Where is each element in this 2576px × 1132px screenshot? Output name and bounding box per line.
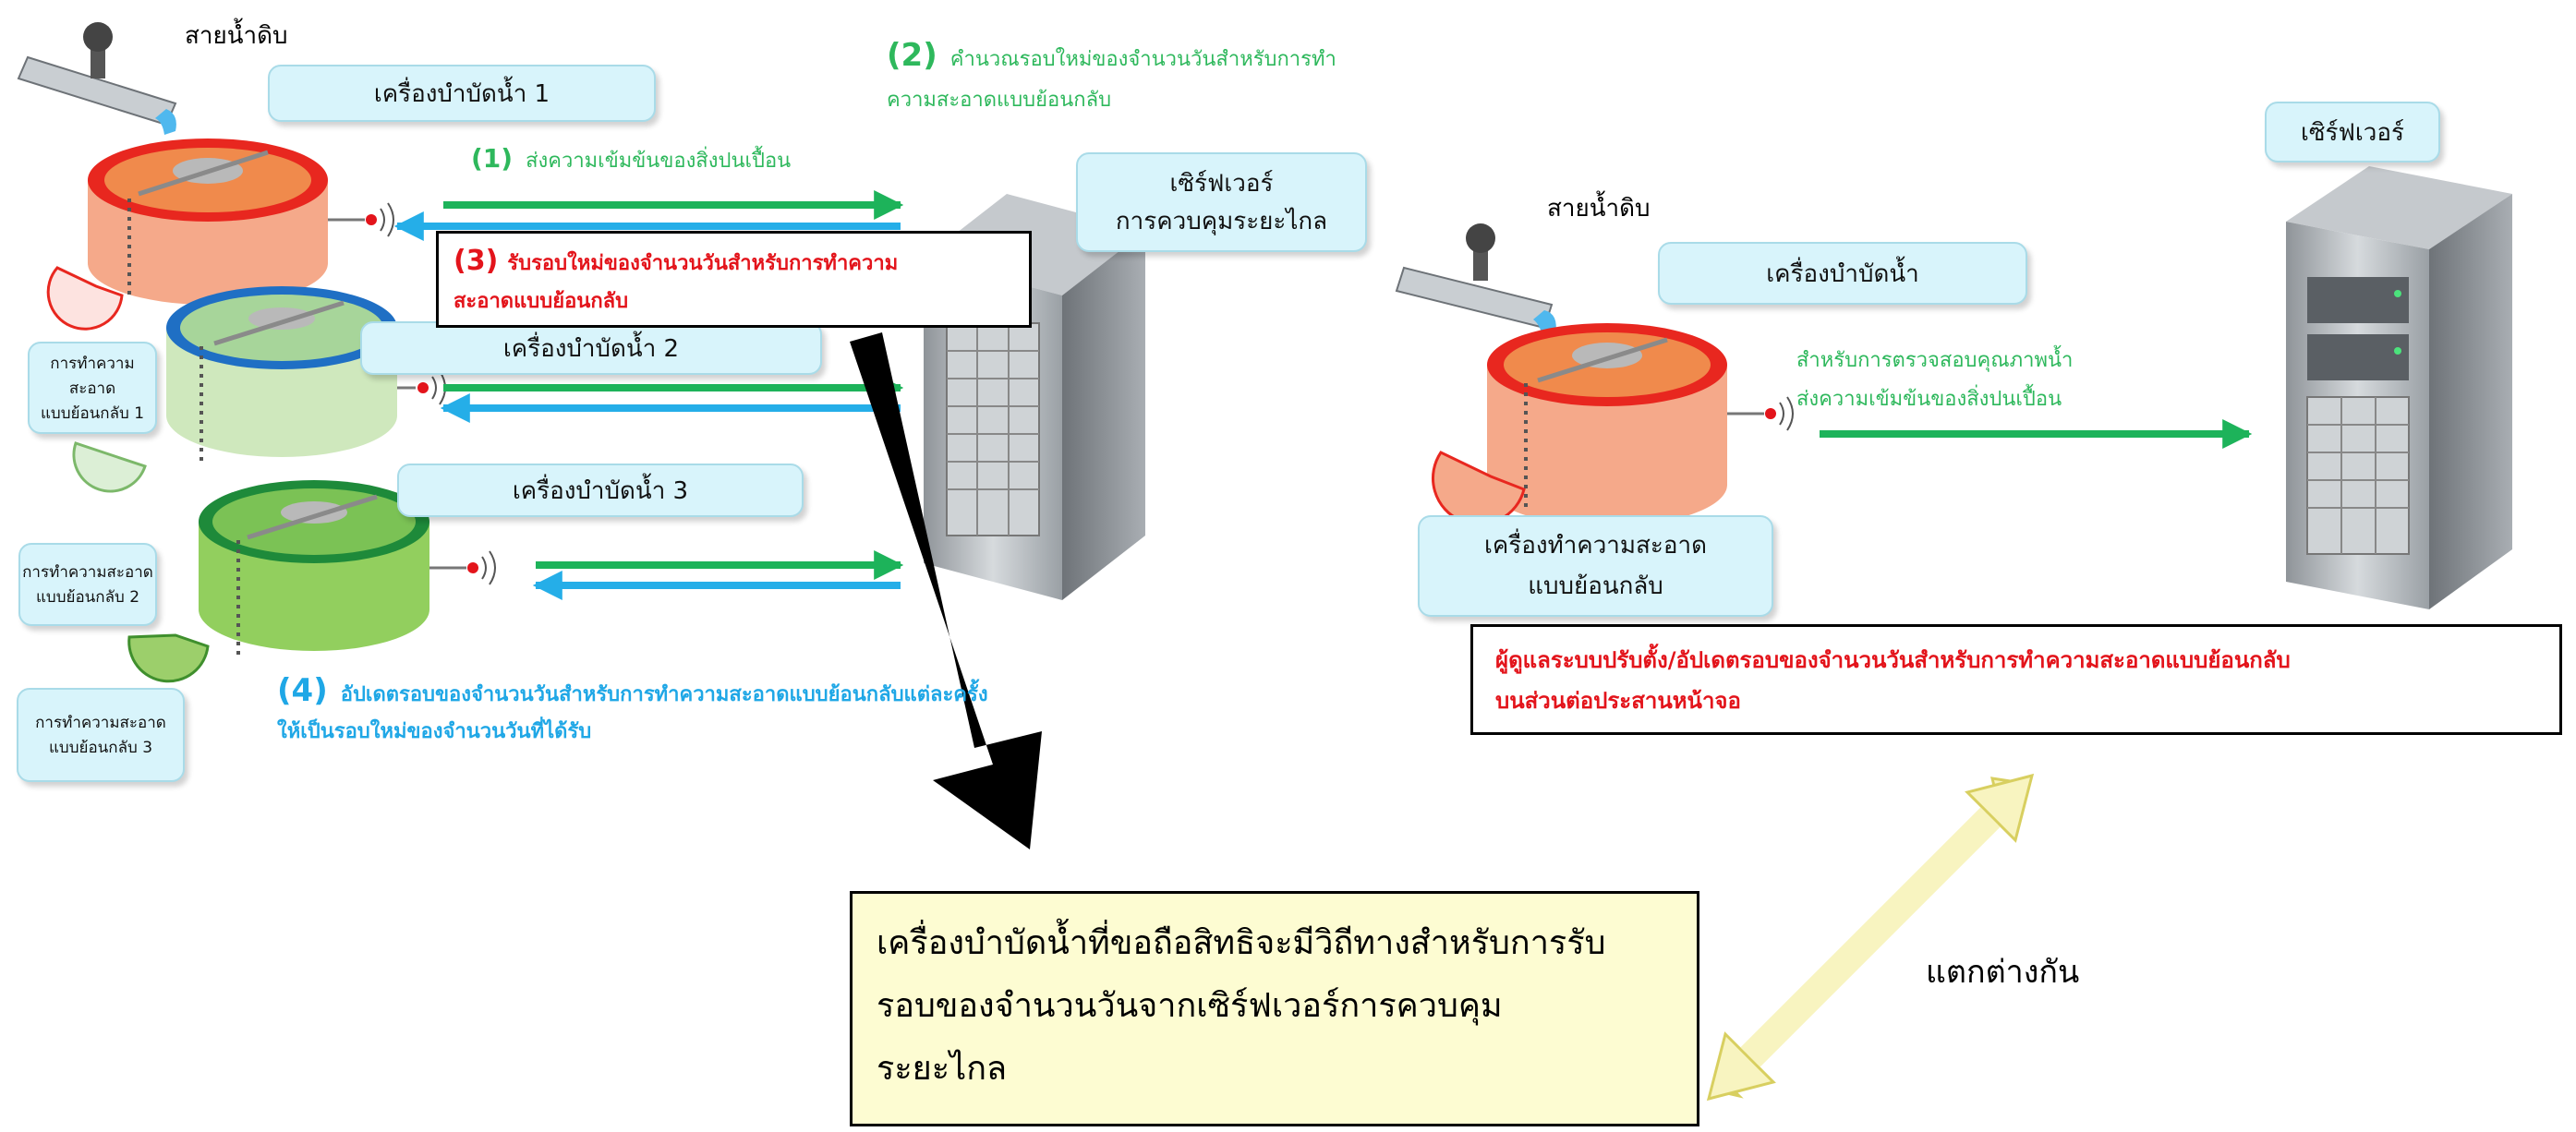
step1-text: ส่งความเข้มข้นของสิ่งปนเปื้อน: [526, 150, 792, 173]
backwash-pump-icon: [46, 266, 124, 331]
backwash-pump-icon: [72, 441, 147, 493]
difference-label: แตกต่างกัน: [1926, 954, 2080, 991]
claim-line2: รอบของจำนวนวันจากเซิร์ฟเวอร์การควบคุม: [877, 987, 1503, 1025]
plant3-callout: เครื่องบำบัดน้ำ 3: [397, 464, 804, 517]
step4-line1: อัปเดตรอบของจำนวนวันสำหรับการทำความสะอาด…: [340, 683, 988, 706]
water-tank-icon: [1487, 323, 1727, 526]
backwash-line2: แบบย้อนกลับ: [1528, 572, 1663, 600]
backwash2-callout: การทำความสะอาด แบบย้อนกลับ 2: [18, 543, 157, 626]
step2-line1: คำนวณรอบใหม่ของจำนวนวันสำหรับการทำ: [949, 48, 1336, 71]
remote-server-line2: การควบคุมระยะไกล: [1115, 208, 1328, 235]
right-raw-water-pipe-label: สายน้ำดิบ: [1547, 195, 1651, 223]
server-callout: เซิร์ฟเวอร์: [2265, 102, 2440, 163]
raw-water-pipe-icon: [17, 22, 177, 135]
backwash3-line1: การทำความสะอาด: [35, 714, 166, 732]
admin-note-box: ผู้ดูแลระบบปรับตั้ง/อัปเดตรอบของจำนวนวัน…: [1470, 624, 2562, 735]
sensor-icon: [1727, 396, 1794, 431]
raw-water-pipe-label: สายน้ำดิบ: [185, 22, 288, 50]
sensor-icon: [328, 202, 394, 237]
step4-label: (4) อัปเดตรอบของจำนวนวันสำหรับการทำความสะ…: [277, 672, 988, 751]
backwash1-line2: แบบย้อนกลับ 1: [40, 403, 145, 423]
double-arrow-icon: [1706, 773, 2035, 1102]
sensor-icon: [429, 550, 496, 585]
admin-note-line2: บนส่วนต่อประสานหน้าจอ: [1495, 688, 1741, 714]
backwash-line1: เครื่องทำความสะอาด: [1484, 532, 1707, 560]
backwash-pump-icon: [127, 633, 210, 683]
plant-callout: เครื่องบำบัดน้ำ: [1658, 242, 2027, 305]
backwash3-line2: แบบย้อนกลับ 3: [48, 739, 153, 757]
backwash-callout: เครื่องทำความสะอาด แบบย้อนกลับ: [1418, 515, 1773, 617]
step3-box: (3)รับรอบใหม่ของจำนวนวันสำหรับการทำความ …: [436, 231, 1032, 328]
step2-label: (2) คำนวณรอบใหม่ของจำนวนวันสำหรับการทำ คว…: [887, 35, 1336, 121]
transition-arrow: [850, 332, 1042, 849]
step1-label: (1) ส่งความเข้มข้นของสิ่งปนเปื้อน: [471, 143, 791, 176]
backwash3-callout: การทำความสะอาด แบบย้อนกลับ 3: [17, 688, 185, 782]
claim-box: เครื่องบำบัดน้ำที่ขอถือสิทธิจะมีวิถีทางส…: [850, 891, 1699, 1126]
backwash1-callout: การทำความสะอาด แบบย้อนกลับ 1: [28, 342, 157, 434]
step1-number: (1): [471, 143, 514, 174]
step4-line2: ให้เป็นรอบใหม่ของจำนวนวันที่ได้รับ: [277, 720, 592, 743]
admin-note-line1: ผู้ดูแลระบบปรับตั้ง/อัปเดตรอบของจำนวนวัน…: [1495, 647, 2291, 673]
remote-server-line1: เซิร์ฟเวอร์: [1169, 170, 1274, 198]
server-tower-icon: [2286, 166, 2512, 609]
water-tank-icon: [88, 138, 328, 305]
plant2-callout: เครื่องบำบัดน้ำ 2: [360, 321, 822, 375]
step3-line1: รับรอบใหม่ของจำนวนวันสำหรับการทำความ: [507, 252, 899, 275]
claim-line1: เครื่องบำบัดน้ำที่ขอถือสิทธิจะมีวิถีทางส…: [877, 924, 1606, 962]
backwash1-line1: การทำความสะอาด: [50, 354, 135, 398]
plant1-callout: เครื่องบำบัดน้ำ 1: [268, 65, 656, 122]
step4-number: (4): [277, 672, 328, 709]
sensor-icon: [397, 370, 446, 405]
step3-number: (3): [454, 245, 499, 277]
backwash2-line2: แบบย้อนกลับ 2: [35, 588, 140, 607]
claim-line3: ระยะไกล: [877, 1050, 1008, 1088]
send-text-line2: ส่งความเข้มข้นของสิ่งปนเปื้อน: [1796, 388, 2062, 411]
step2-line2: ความสะอาดแบบย้อนกลับ: [887, 89, 1112, 112]
remote-server-callout: เซิร์ฟเวอร์ การควบคุมระยะไกล: [1076, 152, 1367, 252]
backwash2-line1: การทำความสะอาด: [22, 563, 153, 582]
step2-number: (2): [887, 37, 937, 74]
step3-line2: สะอาดแบบย้อนกลับ: [454, 290, 629, 313]
send-text-line1: สำหรับการตรวจสอบคุณภาพน้ำ: [1796, 349, 2074, 372]
raw-water-pipe-icon: [1395, 223, 1556, 338]
water-tank-icon: [166, 286, 397, 462]
send-concentration-label: สำหรับการตรวจสอบคุณภาพน้ำ ส่งความเข้มข้น…: [1796, 342, 2073, 419]
water-tank-icon: [199, 480, 429, 656]
